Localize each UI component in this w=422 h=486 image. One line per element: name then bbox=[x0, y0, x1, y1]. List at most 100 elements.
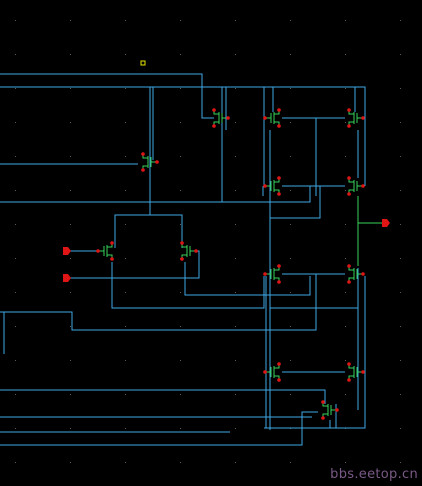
transistor-body bbox=[181, 243, 196, 259]
terminal-pin-icon bbox=[347, 264, 351, 268]
grid-dot bbox=[235, 54, 236, 55]
grid-dot bbox=[125, 224, 126, 225]
terminal-pin-icon bbox=[277, 280, 281, 284]
terminal-pin-icon bbox=[347, 176, 351, 180]
grid-dot bbox=[345, 156, 346, 157]
grid-dot bbox=[125, 122, 126, 123]
grid-dot bbox=[70, 190, 71, 191]
terminal-pin-icon bbox=[361, 272, 365, 276]
terminal-pin-icon bbox=[347, 378, 351, 382]
grid-dot bbox=[290, 20, 291, 21]
transistor-icon[interactable] bbox=[347, 108, 365, 128]
grid-dot bbox=[400, 258, 401, 259]
transistor-body bbox=[265, 110, 280, 126]
grid-dot bbox=[400, 428, 401, 429]
wire-mid-diff[interactable] bbox=[114, 214, 150, 248]
wire-top-rail[interactable] bbox=[0, 86, 366, 186]
grid-dot bbox=[290, 292, 291, 293]
grid-dot bbox=[15, 360, 16, 361]
wire-right-v[interactable] bbox=[264, 276, 366, 429]
grid-dot bbox=[345, 20, 346, 21]
terminal-pin-icon bbox=[335, 408, 339, 412]
transistor-icon[interactable] bbox=[263, 362, 281, 382]
terminal-pin-icon bbox=[155, 160, 159, 164]
grid-dot bbox=[125, 54, 126, 55]
wire-row-312[interactable] bbox=[0, 274, 317, 331]
terminal-pin-icon bbox=[277, 108, 281, 112]
grid-dot bbox=[180, 122, 181, 123]
grid-dot bbox=[235, 326, 236, 327]
terminal-pin-icon bbox=[361, 370, 365, 374]
pin-icon[interactable] bbox=[382, 219, 390, 227]
wire-row-445[interactable] bbox=[0, 411, 318, 446]
grid-dot bbox=[70, 122, 71, 123]
grid-dot bbox=[290, 156, 291, 157]
terminal-pin-icon bbox=[361, 184, 365, 188]
wire-row-202[interactable] bbox=[0, 186, 311, 203]
grid-dot bbox=[15, 462, 16, 463]
transistor-icon[interactable] bbox=[263, 264, 281, 284]
wire-dp-l[interactable] bbox=[111, 262, 265, 309]
wire-x1[interactable] bbox=[270, 186, 321, 219]
grid-dot bbox=[15, 224, 16, 225]
grid-dot bbox=[70, 88, 71, 89]
grid-dot bbox=[400, 122, 401, 123]
grid-dot bbox=[125, 462, 126, 463]
transistor-icon[interactable] bbox=[347, 362, 365, 382]
grid-dot bbox=[70, 156, 71, 157]
terminal-pin-icon bbox=[263, 370, 267, 374]
terminal-pin-icon bbox=[321, 400, 325, 404]
transistor-icon[interactable] bbox=[321, 400, 339, 420]
grid-dot bbox=[235, 156, 236, 157]
grid-dot bbox=[125, 190, 126, 191]
transistor-icon[interactable] bbox=[96, 241, 114, 261]
grid-dot bbox=[400, 462, 401, 463]
grid-dot bbox=[290, 360, 291, 361]
wire-top-left[interactable] bbox=[0, 73, 214, 119]
transistor-icon[interactable] bbox=[212, 108, 230, 128]
grid-dot bbox=[345, 258, 346, 259]
grid-dot bbox=[345, 54, 346, 55]
grid-dot bbox=[235, 360, 236, 361]
grid-dot bbox=[70, 258, 71, 259]
transistor-body bbox=[348, 266, 363, 282]
grid-dot bbox=[15, 326, 16, 327]
grid-dot bbox=[15, 428, 16, 429]
transistor-icon[interactable] bbox=[263, 108, 281, 128]
pin-icon[interactable] bbox=[63, 247, 71, 255]
grid-dot bbox=[345, 122, 346, 123]
terminal-pin-icon bbox=[277, 124, 281, 128]
io-pins bbox=[63, 219, 390, 282]
grid-dot bbox=[400, 292, 401, 293]
transistor-icon[interactable] bbox=[263, 176, 281, 196]
wire-dp-r[interactable] bbox=[184, 262, 311, 296]
grid-dot bbox=[345, 462, 346, 463]
grid-dot bbox=[15, 54, 16, 55]
grid-dot bbox=[345, 292, 346, 293]
wire-row-390[interactable] bbox=[0, 389, 326, 404]
grid-dot bbox=[70, 224, 71, 225]
terminal-pin-icon bbox=[277, 176, 281, 180]
transistor-icon[interactable] bbox=[347, 176, 365, 196]
transistor-icon[interactable] bbox=[347, 264, 365, 284]
terminal-pin-icon bbox=[277, 362, 281, 366]
terminal-pin-icon bbox=[212, 108, 216, 112]
grid-dot bbox=[290, 258, 291, 259]
transistor-body bbox=[265, 364, 280, 380]
grid-dot bbox=[15, 394, 16, 395]
pin-icon[interactable] bbox=[63, 274, 71, 282]
grid-dots bbox=[15, 20, 401, 463]
grid-dot bbox=[125, 394, 126, 395]
wire-mid-diff2[interactable] bbox=[150, 214, 183, 248]
transistor-icon[interactable] bbox=[180, 241, 198, 261]
grid-dot bbox=[400, 54, 401, 55]
grid-dot bbox=[400, 156, 401, 157]
transistor-icon[interactable] bbox=[141, 152, 159, 172]
grid-dot bbox=[180, 462, 181, 463]
grid-dot bbox=[400, 360, 401, 361]
terminal-pin-icon bbox=[347, 192, 351, 196]
transistor-body bbox=[348, 364, 363, 380]
terminal-pin-icon bbox=[180, 257, 184, 261]
